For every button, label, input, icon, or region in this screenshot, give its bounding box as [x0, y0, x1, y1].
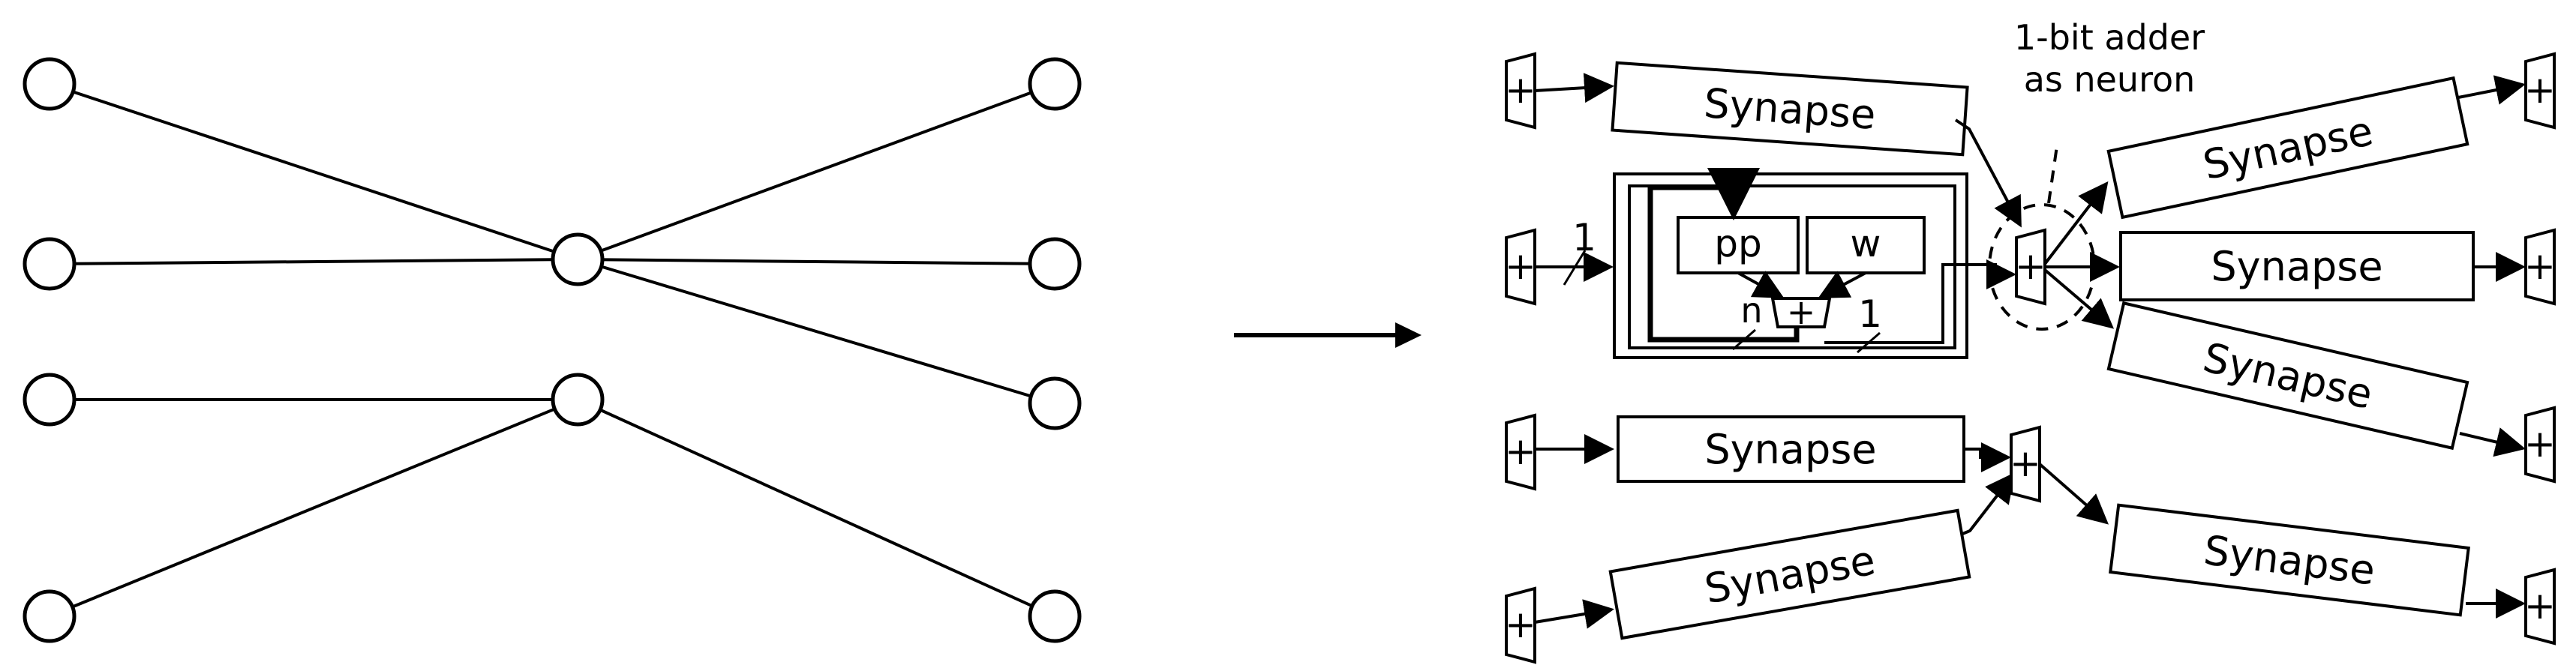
- graph-edge: [49, 82, 578, 261]
- svg-text:1: 1: [1858, 292, 1882, 336]
- synapse-detail: pp w + n 1: [1613, 168, 2016, 359]
- svg-text:+: +: [1505, 68, 1536, 112]
- neural-network-graph: [23, 57, 1082, 643]
- graph-edge: [49, 258, 578, 265]
- transform-arrow: [1234, 322, 1422, 348]
- neuron-annotation: 1-bit adder: [2014, 17, 2205, 58]
- graph-edge: [577, 258, 1055, 265]
- hardware-diagram: + + + + Synapse 1 pp: [1505, 17, 2556, 664]
- hidden-adder: +: [2010, 425, 2041, 503]
- svg-text:+: +: [1505, 430, 1536, 473]
- output-node: [1028, 237, 1082, 291]
- svg-text:+: +: [2015, 244, 2046, 288]
- svg-text:+: +: [2524, 244, 2556, 288]
- output-adder: +: [2524, 568, 2556, 646]
- synapse-block: Synapse: [2109, 503, 2470, 617]
- svg-text:+: +: [1505, 244, 1536, 288]
- hidden-node: [551, 373, 605, 427]
- input-node: [23, 237, 77, 291]
- input-adder: +: [1505, 413, 1536, 491]
- output-adder: +: [2524, 406, 2556, 484]
- svg-text:+: +: [2524, 422, 2556, 466]
- neuron-pointer: [2047, 140, 2059, 204]
- hidden-node: [551, 232, 605, 286]
- svg-text:+: +: [1787, 292, 1816, 332]
- svg-text:+: +: [1505, 603, 1536, 646]
- svg-text:+: +: [2524, 68, 2556, 112]
- input-node: [23, 589, 77, 643]
- input-node: [23, 373, 77, 427]
- neuron-adder: +: [2015, 228, 2046, 306]
- synapse-block: Synapse: [1608, 508, 1971, 640]
- output-node: [1028, 589, 1082, 643]
- graph-edge: [577, 398, 1055, 618]
- neuron-annotation: as neuron: [2024, 59, 2196, 100]
- output-node: [1028, 57, 1082, 111]
- svg-text:Synapse: Synapse: [1704, 426, 1876, 473]
- input-node: [23, 57, 77, 111]
- pp-register: [1677, 216, 1800, 274]
- output-adder: +: [2524, 52, 2556, 130]
- synapse-block: Synapse: [1617, 415, 1965, 483]
- graph-edge: [49, 398, 578, 618]
- synapse-block: Synapse: [2119, 231, 2475, 301]
- graph-edge: [577, 82, 1055, 261]
- graph-edge: [577, 258, 1055, 405]
- svg-text:+: +: [2010, 442, 2041, 485]
- svg-text:+: +: [2524, 584, 2556, 628]
- input-adder: +: [1505, 586, 1536, 664]
- input-adder: +: [1505, 52, 1536, 130]
- synapse-block: Synapse: [2106, 301, 2469, 451]
- output-adder: +: [2524, 228, 2556, 306]
- svg-text:Synapse: Synapse: [2211, 243, 2382, 290]
- synapse-block: Synapse: [1611, 61, 1969, 157]
- svg-text:w: w: [1851, 222, 1881, 265]
- internal-adder: [1770, 297, 1832, 328]
- input-adder: +: [1505, 228, 1536, 306]
- svg-text:pp: pp: [1714, 222, 1761, 265]
- svg-text:n: n: [1740, 290, 1762, 331]
- output-node: [1028, 376, 1082, 430]
